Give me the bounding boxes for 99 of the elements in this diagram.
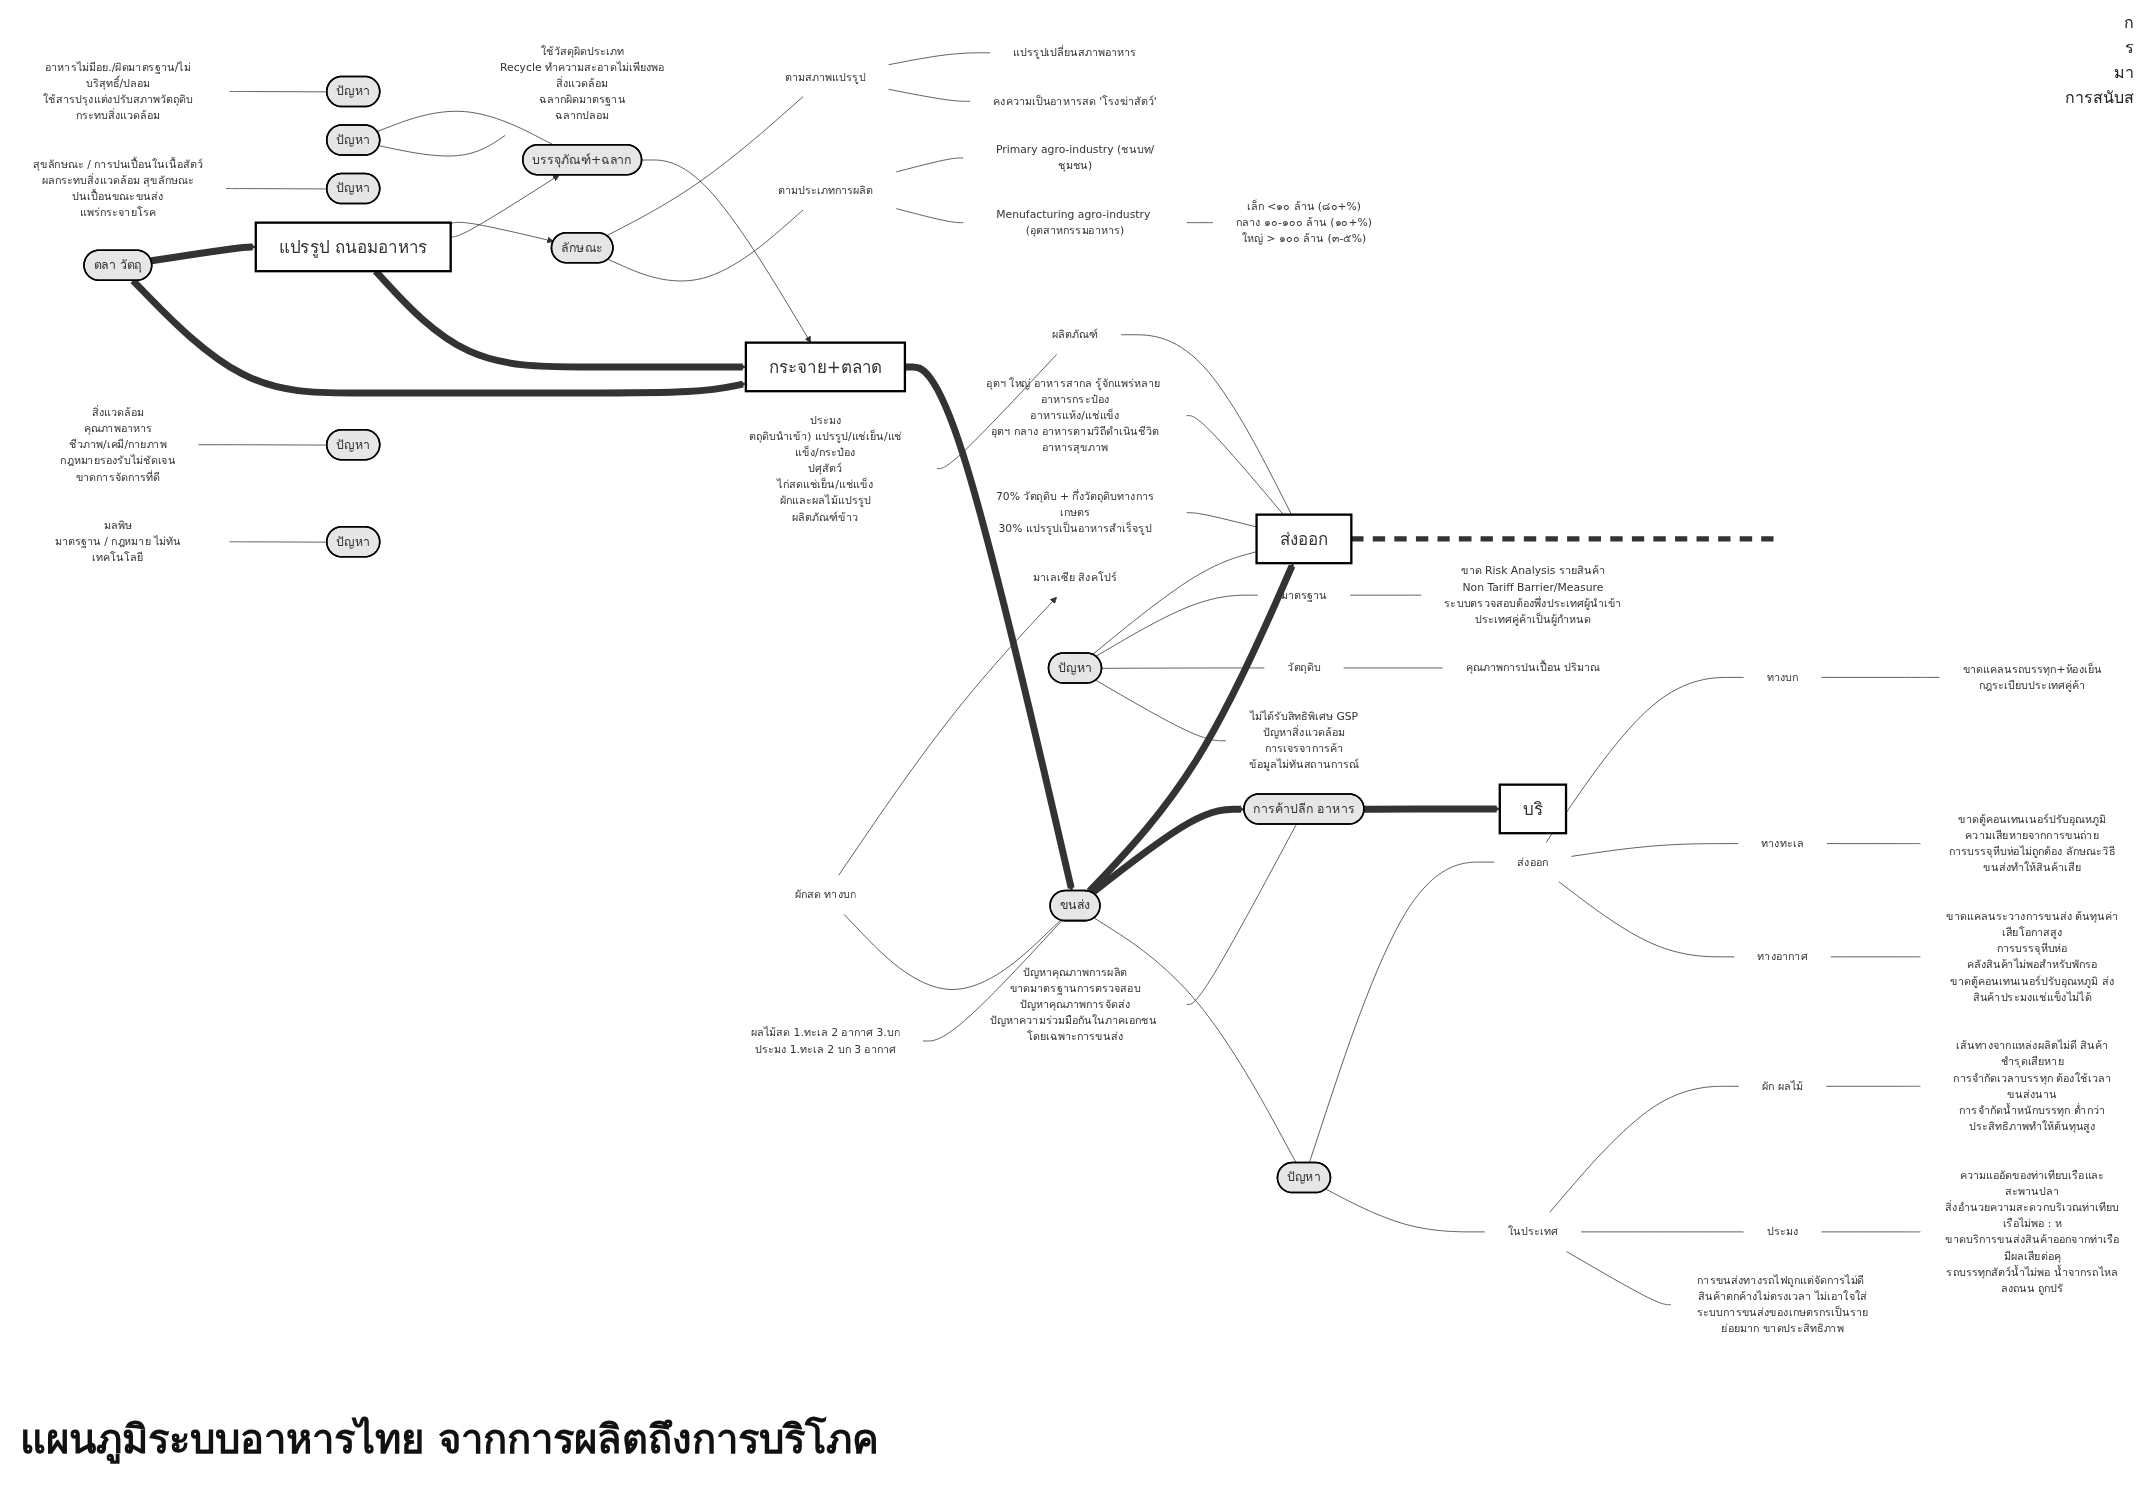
note-text: 70% วัตถุดิบ + กึ่งวัตถุดิบทางการเกษตร 30% แปรรูปเป็นอาหารสำเร็จรูป [995, 490, 1155, 535]
connector-line [1308, 861, 1495, 1164]
connector-line [1821, 677, 1940, 678]
note-text: การขนส่งทางรถไฟถูกแต่จัดการไม่ดี สินค้าตกค้างไม่ตรงเวลา ไม่เอาใจใส่ ระบบการขนส่งของเกษตรกรเป็นรายย่อยมาก ขาดประสิทธิภาพ [1697, 1273, 1869, 1335]
note-text: Menufacturing agro-industry (อุตสาหกรรมอาหาร) [996, 208, 1151, 237]
process-box: กระจาย+ตลาด [744, 341, 907, 393]
note-text: ปัญหาคุณภาพการผลิต ขาดมาตรฐานการตรวจสอบ ปัญหาคุณภาพการจัดส่ง ปัญหาความร่วมมือกันในภาคเอกชน โดยเฉพาะการขนส่ง [990, 965, 1157, 1043]
note-text: วัตถุดิบ [1287, 661, 1321, 674]
note-text: ตามประเภทการผลิต [777, 183, 874, 197]
connector-line [1826, 843, 1921, 844]
topic-ellipse: ปัญหา [1047, 652, 1103, 684]
fragment-text: การสนับส [2065, 87, 2134, 109]
note-text: สุขลักษณะ / การปนเปื้อนในเนื้อสัตว์ ผลกระทบสิ่งแวดล้อม สุขลักษณะ ปนเปื้อนขณะขนส่ง แพร่กระจายโรค [32, 157, 203, 219]
connector-line [1093, 917, 1297, 1164]
connector-line [1186, 222, 1214, 224]
topic-ellipse: การค้าปลีก อาหาร [1243, 793, 1365, 825]
connector-line [1095, 679, 1227, 742]
note-text: อาหารไม่มีอย./ผิดมาตรฐาน/ไม่บริสุทธิ์/ปลอม ใช้สารปรุงแต่งปรับสภาพวัตถุดิบ กระทบสิ่งแวดล้อม [42, 60, 193, 122]
fragment-text: ร [2124, 37, 2134, 59]
arrow [1364, 805, 1501, 813]
topic-ellipse: บรรจุภัณฑ์+ฉลาก [522, 143, 643, 176]
connector-line [1186, 823, 1297, 1005]
process-box: แปรรูป ถนอมอาหาร [254, 221, 452, 273]
arrow [904, 363, 1075, 892]
connector-line [1343, 667, 1443, 669]
process-box: ส่งออก [1255, 513, 1353, 565]
arrow [150, 243, 257, 265]
topic-ellipse: ขนส่ง [1049, 889, 1101, 922]
arrow [1090, 805, 1245, 896]
note-text: ไม่ได้รับสิทธิพิเศษ GSP ปัญหาสิ่งแวดล้อม การเจรจาการค้า ข้อมูลไม่ทันสถานการณ์ [1248, 709, 1360, 771]
connector-line [1095, 594, 1259, 657]
connector-line [895, 208, 964, 224]
connector-line [1186, 512, 1257, 528]
topic-ellipse: ปัญหา [1276, 1161, 1332, 1194]
arrow [1086, 562, 1296, 894]
note-text: มาตรฐาน [1280, 588, 1328, 601]
note-text: ทางอากาศ [1757, 950, 1808, 963]
note-text: ประมง [1766, 1225, 1799, 1238]
note-text: มาเลเซีย สิงคโปร์ [1033, 570, 1117, 584]
connector-line [607, 209, 804, 282]
connector-line [376, 110, 554, 146]
note-text: ผัก ผลไม้ [1761, 1079, 1804, 1093]
connector-line [1092, 551, 1257, 655]
connector-line [1566, 1251, 1672, 1306]
note-text: ในประเทศ [1507, 1225, 1558, 1238]
fragment-text: มา [2113, 62, 2134, 84]
topic-ellipse: ปัญหา [326, 172, 381, 205]
connector-line [1558, 881, 1735, 958]
note-text: ตามสภาพแปรรูป [785, 70, 866, 83]
connector-line [1571, 843, 1739, 857]
process-box: บริ [1498, 783, 1568, 835]
connector-line [1549, 1085, 1740, 1213]
note-text: ทางบก [1766, 670, 1799, 684]
connector-line [1101, 667, 1265, 669]
diagram-title: แผนภูมิระบบอาหารไทย จากการผลิตถึงการบริโภค [20, 1415, 879, 1466]
note-text: ประมง ตถุดิบนำเข้า) แปรรูป/แช่เย็น/แช่แข็ง/กระป๋อง ปศุสัตว์ ไก่สดแช่เย็น/แช่แข็ง ผักและผลไม้แปรรูป ผลิตภัณฑ์ข้าว [748, 413, 903, 523]
note-text: ผลิตภัณฑ์ [1051, 328, 1099, 341]
note-text: เส้นทางจากแหล่งผลิตไม่ดี สินค้าชำรุดเสียหาย การจำกัดเวลาบรรทุก ต้องใช้เวลาขนส่งนาน การจำกัดน้ำหนักบรรทุก ต่ำกว่าประสิทธิภาพทำให้ต้นทุนสูง [1953, 1039, 2111, 1133]
note-text: ขาดแคลนรถบรรทุก+ห้องเย็น กฎระเบียบประเทศคู่ค้า [1962, 662, 2102, 692]
connector-line [1349, 594, 1422, 596]
note-text: สิ่งแวดล้อม คุณภาพอาหาร ชีวภาพ/เคมี/กายภาพ กฎหมายรองรับไม่ชัดเจน ขาดการจัดการที่ดี [60, 405, 176, 483]
topic-ellipse: ปัญหา [326, 124, 381, 156]
connector-line [895, 157, 964, 173]
note-text: คงความเป็นอาหารสด 'โรงฆ่าสัตว์' [993, 94, 1157, 108]
topic-ellipse: ลักษณะ [550, 231, 614, 264]
topic-ellipse: ปัญหา [326, 428, 381, 461]
connector-line [1545, 677, 1744, 843]
connector-line [888, 88, 971, 102]
connector-line [1821, 1231, 1921, 1233]
connector-line [606, 96, 804, 237]
connector-line [378, 135, 506, 157]
connector-line [1325, 1188, 1486, 1233]
note-text: อุตฯ ใหญ่ อาหารสากล รู้จักแพร่หลาย อาหารกระป๋อง อาหารแห้ง/แช่แข็ง อุตฯ กลาง อาหารตามวิถีดำเนินชีวิต อาหารสุขภาพ [986, 376, 1161, 454]
fragment-text: ก [2123, 12, 2134, 34]
note-text: ขาดแคลนระวางการขนส่ง ต้นทุนค่าเสียโอกาสสูง การบรรจุหีบห่อ คลังสินค้าไม่พอสำหรับพักรอ ขาดตู้คอนเทนเนอร์ปรับอุณหภูมิ ส่งสินค้าประมงแช่แข็งไม่ได้ [1946, 909, 2118, 1004]
topic-ellipse: ตลา วัตถุ [83, 249, 153, 281]
note-text: เล็ก <๑๐ ล้าน (๘๐+%) กลาง ๑๐-๑๐๐ ล้าน (๑๐+%) ใหญ่ > ๑๐๐ ล้าน (๓-๕%) [1236, 199, 1372, 245]
note-text: ความแออัดของท่าเทียบเรือและสะพานปลา สิ่งอำนวยความสะดวกบริเวณท่าเทียบเรือไม่พอ : ห ขาดบริการขนส่งสินค้าออกจากท่าเรือมีผลเสียต่อคุ รถบรรทุกสัตว์น้ำไม่พอ น้ำจากรถไหลลงถนน ถูกปรั [1945, 1168, 2120, 1295]
connector-line [1825, 1085, 1921, 1087]
connector-line [1351, 536, 1777, 542]
connector-line [1830, 956, 1921, 958]
note-text: ใช้วัสดุผิดประเภท Recycle ทำความสะอาดไม่เพียงพอ สิ่งแวดล้อม ฉลากผิดมาตรฐาน ฉลากปลอม [500, 44, 665, 122]
topic-ellipse: ปัญหา [326, 526, 381, 558]
note-text: ทางทะเล [1761, 837, 1804, 850]
note-text: ผักสด ทางบก [794, 888, 856, 901]
connector-line [922, 920, 1063, 1042]
note-text: ส่งออก [1517, 855, 1549, 868]
note-text: แปรรูปเปลี่ยนสภาพอาหาร [1013, 46, 1137, 59]
note-text: ขาดตู้คอนเทนเนอร์ปรับอุณหภูมิ ความเสียหายจากการขนถ่าย การบรรจุหีบห่อไม่ถูกต้อง ลักษณะวิธีขนส่งทำให้สินค้าเสีย [1948, 812, 2116, 874]
note-text: มลพิษ มาตรฐาน / กฎหมาย ไม่ทันเทคโนโลยี [54, 519, 182, 564]
note-text: ผลไม้สด 1.ทะเล 2 อากาศ 3.บก ประมง 1.ทะเล 2 บก 3 อากาศ [750, 1026, 900, 1055]
connector-line [936, 354, 1058, 469]
connector-line [888, 52, 991, 66]
connector-line [843, 914, 1061, 990]
note-text: ขาด Risk Analysis รายสินค้า Non Tariff Barrier/Measure ระบบตรวจสอบต้องพึ่งประเทศผู้นำเข้า ประเทศคู่ค้าเป็นผู้กำหนด [1444, 564, 1622, 626]
connector-line [1580, 1231, 1744, 1233]
note-text: Primary agro-industry (ชนบท/ชุมชน) [995, 143, 1155, 172]
topic-ellipse: ปัญหา [326, 75, 381, 108]
note-text: คุณภาพการปนเปื้อน ปริมาณ [1465, 661, 1601, 674]
